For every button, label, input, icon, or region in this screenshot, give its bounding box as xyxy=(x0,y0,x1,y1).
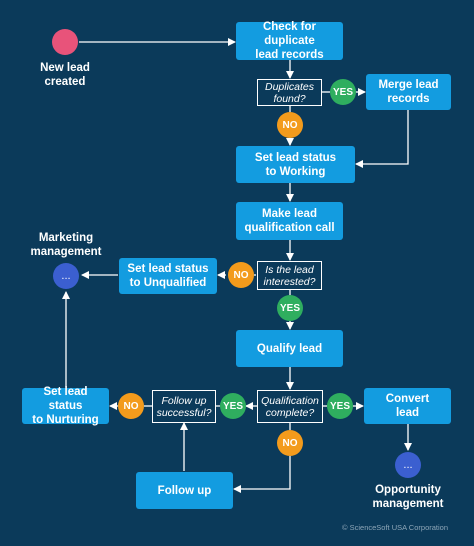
decision-duplicates-found: Duplicates found? xyxy=(257,79,322,106)
badge-yes-qualification: YES xyxy=(327,393,353,419)
opportunity-management-node: ... xyxy=(395,452,421,478)
badge-no-duplicates: NO xyxy=(277,112,303,138)
decision-follow-up-successful: Follow up successful? xyxy=(152,390,216,423)
step-set-unqualified: Set lead status to Unqualified xyxy=(119,258,217,294)
step-set-nurturing: Set lead status to Nurturing xyxy=(22,386,109,426)
badge-no-qualification: NO xyxy=(277,430,303,456)
badge-no-interested: NO xyxy=(228,262,254,288)
badge-no-follow-up: NO xyxy=(118,393,144,419)
decision-is-interested: Is the lead interested? xyxy=(257,261,322,290)
start-node xyxy=(52,29,78,55)
badge-yes-duplicates: YES xyxy=(330,79,356,105)
marketing-management-label: Marketing management xyxy=(30,232,102,258)
badge-yes-follow-up: YES xyxy=(220,393,246,419)
step-merge-records: Merge lead records xyxy=(366,74,451,110)
copyright-credit: © ScienceSoft USA Corporation xyxy=(342,523,448,532)
decision-qualification-complete: Qualification complete? xyxy=(257,390,323,423)
step-convert-lead: Convert lead xyxy=(364,388,451,424)
opportunity-management-label: Opportunity management xyxy=(372,484,444,510)
step-set-working: Set lead status to Working xyxy=(236,146,355,183)
step-qualification-call: Make lead qualification call xyxy=(236,202,343,240)
start-label: New lead created xyxy=(40,62,90,88)
marketing-management-node: ... xyxy=(53,263,79,289)
badge-yes-interested: YES xyxy=(277,295,303,321)
step-follow-up: Follow up xyxy=(136,472,233,509)
step-qualify-lead: Qualify lead xyxy=(236,330,343,367)
step-check-duplicates: Check for duplicate lead records xyxy=(236,21,343,61)
